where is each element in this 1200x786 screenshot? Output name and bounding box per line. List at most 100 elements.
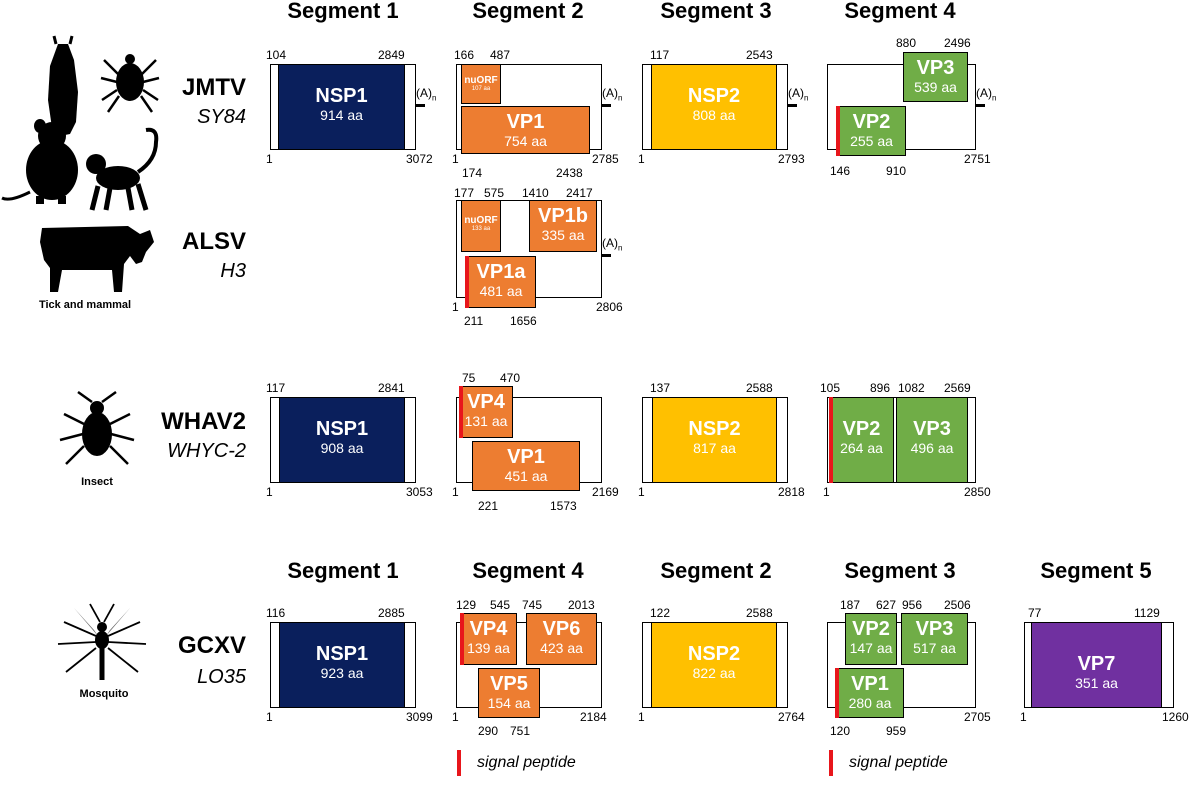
orf-jmtv-nsp2: NSP2 808 aa bbox=[651, 64, 777, 150]
pos-label: 166 bbox=[454, 48, 475, 62]
pos-label: 2818 bbox=[778, 485, 805, 499]
orf-gcxv-nsp1: NSP1 923 aa bbox=[279, 622, 405, 708]
virus-name-alsv: ALSV bbox=[181, 228, 246, 255]
pos-label: 1260 bbox=[1162, 710, 1189, 724]
orf-name: nuORF bbox=[464, 75, 498, 86]
pos-label: 117 bbox=[266, 381, 286, 395]
virus-name-whav2: WHAV2 bbox=[161, 408, 246, 435]
pos-label: 2417 bbox=[566, 186, 593, 200]
strain-whav2: WHYC-2 bbox=[167, 440, 246, 462]
pos-label: 2841 bbox=[378, 381, 405, 395]
orf-name: VP2 bbox=[852, 618, 890, 640]
pos-label: 1573 bbox=[550, 499, 577, 513]
aphid-icon bbox=[59, 390, 135, 465]
orf-aa: 923 aa bbox=[320, 665, 364, 681]
pos-label: 2785 bbox=[592, 152, 619, 166]
pos-label: 487 bbox=[490, 48, 511, 62]
orf-aa: 139 aa bbox=[467, 640, 510, 656]
mosquito-icon bbox=[57, 603, 147, 680]
pos-label: 1 bbox=[452, 300, 459, 314]
orf-gcxv-vp6: VP6 423 aa bbox=[526, 613, 597, 665]
polya-tail: (A)n bbox=[976, 86, 997, 103]
orf-gcxv-vp1: VP1 280 aa bbox=[836, 668, 904, 718]
pos-label: 2184 bbox=[580, 710, 607, 724]
orf-name: VP3 bbox=[915, 618, 954, 640]
pos-label: 105 bbox=[820, 381, 841, 395]
polya-tick bbox=[602, 254, 611, 257]
pos-label: 959 bbox=[886, 724, 907, 738]
signal-peptide-mark bbox=[836, 106, 840, 156]
polya-tail: (A)n bbox=[602, 86, 623, 103]
pos-label: 221 bbox=[478, 499, 499, 513]
header-segment-4: Segment 4 bbox=[844, 0, 956, 23]
polya-tick bbox=[788, 104, 797, 107]
orf-aa: 255 aa bbox=[850, 133, 893, 149]
pos-label: 1 bbox=[638, 485, 645, 499]
orf-aa: 517 aa bbox=[913, 640, 956, 656]
pos-label: 77 bbox=[1028, 606, 1042, 620]
pos-label: 2169 bbox=[592, 485, 619, 499]
pos-label: 2705 bbox=[964, 710, 991, 724]
orf-name: NSP2 bbox=[687, 643, 741, 665]
polya-tick bbox=[602, 104, 611, 107]
orf-aa: 107 aa bbox=[471, 86, 491, 92]
orf-name: NSP1 bbox=[315, 85, 368, 107]
pos-label: 751 bbox=[510, 724, 531, 738]
orf-whav2-vp1: VP1 451 aa bbox=[472, 441, 580, 491]
orf-jmtv-nuorf: nuORF 107 aa bbox=[461, 64, 501, 104]
orf-whav2-vp2: VP2 264 aa bbox=[829, 397, 894, 483]
orf-whav2-nsp2: NSP2 817 aa bbox=[652, 397, 777, 483]
orf-name: VP7 bbox=[1077, 653, 1116, 675]
pos-label: 2849 bbox=[378, 48, 405, 62]
pos-label: 129 bbox=[456, 598, 477, 612]
host-label-insect: Insect bbox=[81, 476, 113, 488]
pos-label: 2885 bbox=[378, 606, 405, 620]
orf-alsv-vp1b: VP1b 335 aa bbox=[529, 200, 597, 252]
orf-aa: 154 aa bbox=[487, 695, 531, 711]
pos-label: 2588 bbox=[746, 381, 773, 395]
orf-name: VP1a bbox=[476, 261, 526, 283]
pos-label: 137 bbox=[650, 381, 671, 395]
pos-label: 3099 bbox=[406, 710, 433, 724]
orf-gcxv-vp2: VP2 147 aa bbox=[845, 613, 897, 665]
orf-whav2-vp3: VP3 496 aa bbox=[896, 397, 968, 483]
pos-label: 2569 bbox=[944, 381, 971, 395]
orf-aa: 914 aa bbox=[320, 107, 363, 123]
monkey-icon bbox=[86, 127, 159, 211]
pos-label: 745 bbox=[522, 598, 543, 612]
pos-label: 880 bbox=[896, 36, 917, 50]
pos-label: 956 bbox=[902, 598, 923, 612]
orf-jmtv-vp1: VP1 754 aa bbox=[461, 106, 590, 154]
pos-label: 627 bbox=[876, 598, 897, 612]
pos-label: 2543 bbox=[746, 48, 773, 62]
orf-name: VP2 bbox=[842, 418, 881, 440]
pos-label: 116 bbox=[266, 606, 286, 620]
signal-peptide-mark bbox=[829, 397, 833, 483]
header-bottom-segment-5: Segment 5 bbox=[1040, 558, 1152, 583]
orf-aa: 351 aa bbox=[1075, 675, 1118, 691]
polya-tick bbox=[976, 104, 985, 107]
orf-name: NSP1 bbox=[315, 418, 369, 440]
host-label-mosquito: Mosquito bbox=[79, 688, 129, 700]
header-bottom-segment-4: Segment 4 bbox=[472, 558, 584, 583]
orf-whav2-nsp1: NSP1 908 aa bbox=[279, 397, 405, 483]
orf-gcxv-vp4: VP4 139 aa bbox=[460, 613, 517, 665]
pos-label: 2588 bbox=[746, 606, 773, 620]
pos-label: 75 bbox=[462, 371, 476, 385]
pos-label: 2806 bbox=[596, 300, 623, 314]
orf-alsv-nuorf: nuORF 133 aa bbox=[461, 200, 501, 252]
orf-aa: 335 aa bbox=[541, 227, 585, 243]
header-segment-2: Segment 2 bbox=[472, 0, 584, 23]
pos-label: 1 bbox=[266, 710, 273, 724]
pos-label: 2751 bbox=[964, 152, 991, 166]
pos-label: 1129 bbox=[1134, 606, 1160, 620]
orf-gcxv-vp7: VP7 351 aa bbox=[1031, 622, 1162, 708]
orf-name: VP1 bbox=[507, 446, 545, 468]
header-segment-1: Segment 1 bbox=[287, 0, 399, 23]
signal-peptide-mark bbox=[835, 668, 839, 718]
pos-label: 174 bbox=[462, 166, 483, 180]
pos-label: 1 bbox=[266, 152, 273, 166]
pos-label: 3072 bbox=[406, 152, 433, 166]
pos-label: 1656 bbox=[510, 314, 537, 328]
polya-tick bbox=[416, 104, 425, 107]
